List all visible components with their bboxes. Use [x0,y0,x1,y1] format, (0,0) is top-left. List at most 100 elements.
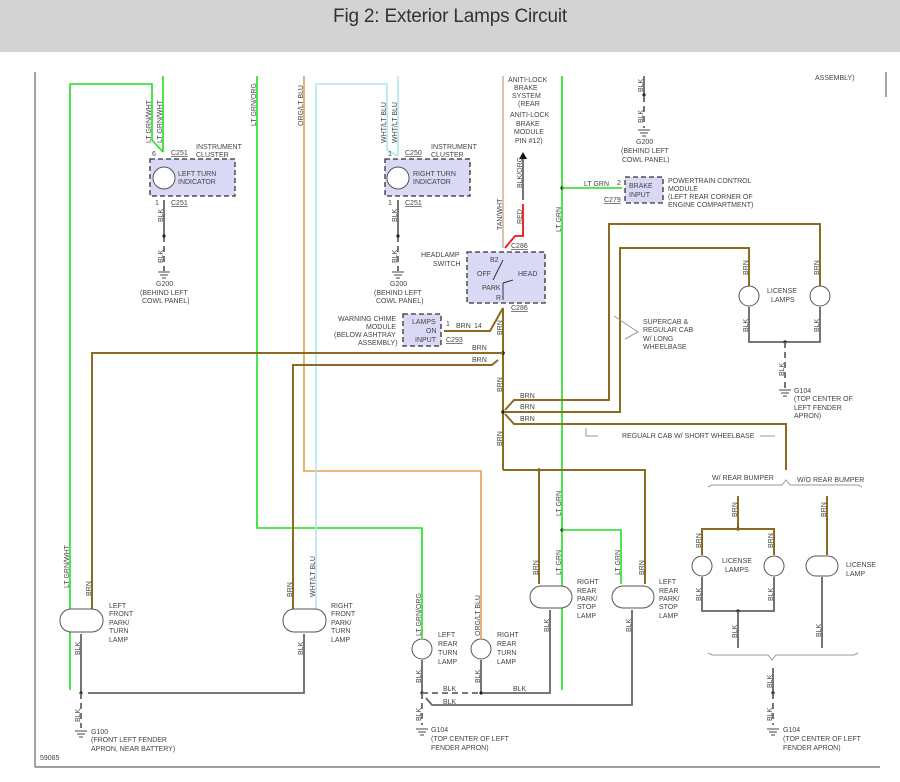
lamp-label: FRONT [331,611,356,618]
wire-label: BLK [544,618,551,632]
ground-icon [416,728,428,736]
lamp-label: LAMP [659,613,678,620]
figure-title: Fig 2: Exterior Lamps Circuit [333,6,567,27]
bracket [707,652,859,661]
lamp-label: LICENSE [767,288,797,295]
switch-contact [502,279,514,300]
wire-label: BLK [638,78,645,92]
wire-label: BRN [497,431,504,446]
pcm-label: POWERTRAIN CONTROL [668,178,752,185]
wire-label: BLK [158,208,165,222]
wire-label: BLK [696,587,703,601]
chime-label: WARNING CHIME [338,316,396,323]
ground-location: (FRONT LEFT FENDER [91,737,167,744]
wire-label: BRN [743,260,750,275]
ground-id: G200 [390,281,407,288]
ground-location: FENDER APRON) [783,745,841,752]
wire-label: BRN [497,377,504,392]
wire-blk-bumper [701,577,775,612]
cluster-label: INSTRUMENT [196,144,243,151]
pcm-label: MODULE [668,186,698,193]
wire-label: LT GRN/WHT [64,544,71,588]
abs-label: MODULE [514,129,544,136]
wire-label: BLK [392,249,399,263]
chime-label: MODULE [366,324,396,331]
switch-blade [492,259,504,281]
wire-label: WHT/LT BLU [392,102,399,143]
wire-label: LT GRN/ORG [416,593,423,636]
abs-label: ANITI-LOCK [510,112,550,119]
figure-header: Fig 2: Exterior Lamps Circuit [0,0,900,52]
chime-label: (BELOW ASHTRAY [334,332,396,339]
pin-label: 1 [388,200,392,207]
wire-label: TAN/WHT [497,198,504,230]
ground-location: (TOP CENTER OF [794,396,853,403]
wire-label: BLK [732,624,739,638]
wire-blk-left-stop [425,610,633,706]
wire-label: BRN [520,416,535,423]
brake-input-box [624,176,664,204]
wire-brn-bumper [701,528,775,555]
wire-label: LT GRN [556,491,563,516]
note-pointer [585,428,598,437]
chime-label: ASSEMBLY) [358,340,398,347]
wire-lt-grn-wht-outer [69,83,164,690]
lamp-label: LAMP [846,571,865,578]
headlamp-switch-box [466,251,546,304]
right-rear-turn-lamp-icon [470,638,492,660]
wire-label: BRN [814,260,821,275]
lamp-label: LEFT [438,632,456,639]
note-label: SUPERCAB & [643,319,688,326]
wire-label: BRN [639,560,646,575]
left-rear-park-stop-lamp-icon [611,585,655,609]
wire-label: BRN [821,502,828,517]
ground-location: LEFT FENDER [794,405,842,412]
ground-id: G200 [636,139,653,146]
lamp-label: PARK/ [577,596,598,603]
wire-brn-left-front [91,352,503,610]
splice-dot [501,410,505,414]
component-label: INPUT [629,192,651,199]
wire-blk-right-stop [481,610,551,694]
note-label: WHEELBASE [643,344,687,351]
cluster-label: CLUSTER [431,152,464,159]
lamp-label: TURN [438,650,457,657]
wire-label: BRN [287,582,294,597]
connector-label: C293 [446,337,463,344]
license-lamp-bulb-icon [738,285,760,307]
right-rear-park-stop-lamp-icon [529,585,573,609]
wire-label: LT GRN/WHT [157,99,164,143]
connector-label: C286 [511,305,528,312]
lamp-label: LAMP [331,637,350,644]
wire-label: BRN [696,533,703,548]
connector-label: C250 [405,150,422,157]
switch-position: OFF [477,271,491,278]
wire-label: BLK [298,641,305,655]
abs-label: BRAKE [516,121,540,128]
wire-label: LT GRN/WHT [146,99,153,143]
component-label: LAMPS [412,319,436,326]
ground-id: G104 [783,727,800,734]
wire-label: BLK [392,208,399,222]
note-label: REGUALR CAB W/ SHORT WHEELBASE [622,433,755,440]
wire-brn-chime [444,307,504,332]
ground-icon [638,129,650,137]
ground-location: (BEHIND LEFT [621,148,670,155]
wire-blk-front-ground [88,634,305,694]
wire-label: BLK [513,686,527,693]
ground-location: FENDER APRON) [431,745,489,752]
lamps-on-input-box [402,313,442,347]
wire-label: LT GRN [584,181,609,188]
circuit-number: 14 [474,323,482,330]
switch-position: R [496,295,501,302]
wire-label: BLK [779,362,786,376]
wire-brn-rear [503,469,646,584]
pin-label: 2 [617,180,621,187]
wire-org-lt-blu [303,76,482,638]
switch-label: SWITCH [433,261,461,268]
wire-label: BRN [497,320,504,335]
pin-label: 6 [152,151,156,158]
lamp-label: FRONT [109,611,134,618]
license-lamp-bulb-icon [763,555,785,577]
wire-red [504,204,524,249]
